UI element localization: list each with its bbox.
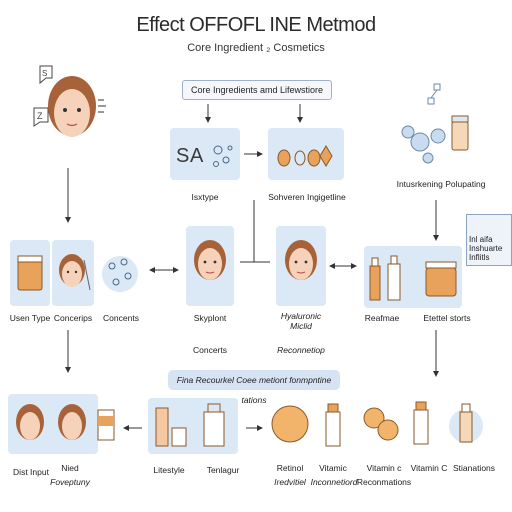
- skyplont-label: Skyplont: [193, 313, 227, 323]
- hyaluronic-panel: [276, 226, 326, 306]
- diagram-title: Effect OFFOFL INE Metmod: [136, 14, 376, 36]
- retinol-label: Retinol: [276, 463, 304, 473]
- user-type-label: Usen Type: [9, 313, 51, 323]
- bottom-banner: Fina Recourkel Coee metiont fonmpntine t…: [168, 370, 340, 405]
- reconnetiop-label: Reconnetiop: [277, 345, 325, 355]
- nied-label: Nied: [61, 463, 79, 473]
- foveptuny-label: Foveptuny: [50, 477, 90, 487]
- concents-label: Concents: [103, 313, 139, 323]
- two-faces-icon: [16, 404, 86, 440]
- top-right-products: [398, 72, 488, 180]
- top-center-label: Sohveren Ingigetline: [268, 192, 346, 202]
- reconmations-label: Reconmations: [356, 477, 412, 487]
- iredvitiel-label: Iredvitiel: [274, 477, 306, 487]
- jar-icon: [17, 255, 43, 291]
- diagram-subtitle: Core Ingredient ₂ Cosmetics: [187, 42, 325, 54]
- top-left-label: Isxtype: [191, 192, 219, 202]
- vitamin-c-citrus-group: [360, 396, 400, 452]
- hyaluronic-label: Hyaluronic Miclid: [280, 311, 322, 331]
- face-icon: [194, 240, 226, 280]
- stianations-group: [448, 396, 484, 454]
- vitamic-bottle-icon: [325, 403, 341, 447]
- concerts-label: Concerts: [192, 345, 227, 355]
- svg-text:S: S: [176, 145, 189, 167]
- concerips-panel: [52, 240, 94, 306]
- vitamin-c-bottle-icon: [413, 401, 429, 445]
- serum-bottle-icon: [449, 403, 483, 443]
- small-jar-group: [94, 396, 118, 448]
- vitamin-c-group: [404, 396, 440, 452]
- tenlagur-label: Tenlagur: [206, 465, 240, 475]
- bubbles-and-jar-icon: [401, 83, 469, 164]
- svg-text:A: A: [190, 145, 204, 167]
- top-right-label: Intusrkening Polupating: [396, 179, 486, 189]
- retinol-group: [268, 396, 312, 452]
- bottles-icon: [369, 255, 457, 301]
- concents-group: [100, 244, 140, 304]
- etettel-label: Etettel storts: [423, 313, 471, 323]
- lifestyle-panel: [148, 398, 238, 454]
- inconnetiord-label: Inconnetiord: [310, 477, 358, 487]
- vitamic-label: Vitamic: [319, 463, 347, 473]
- retinol-icon: [271, 405, 309, 443]
- core-ingredients-box: Core Ingredients amd Lifewstiore: [182, 80, 332, 100]
- user-type-panel: [10, 240, 50, 306]
- right-products-panel: [364, 246, 462, 308]
- top-face-group: S Z: [28, 58, 114, 158]
- reafmae-label: Reafmae: [364, 313, 400, 323]
- droplets-icon: [277, 145, 333, 167]
- vitamin-c-label: Vitamin C: [410, 463, 448, 473]
- lifestyle-label: Litestyle: [153, 465, 185, 475]
- face-icon-right: [285, 240, 317, 280]
- side-note-text: Inl aifa Inshuarte Inflitls: [469, 235, 503, 263]
- woman-face-icon: S Z: [33, 65, 106, 137]
- vitamin-c-lower-label: Vitamin c: [366, 463, 402, 473]
- face-concern-icon: [59, 254, 91, 291]
- letters-icon: S A: [176, 145, 233, 167]
- skyplont-panel: [186, 226, 234, 306]
- molecule-icon: [102, 256, 138, 292]
- svg-text:S: S: [42, 69, 47, 78]
- lifestyle-products-icon: [155, 403, 225, 447]
- bottom-banner-label: Fina Recourkel Coee metiont fonmpntine t…: [176, 375, 332, 405]
- vitamic-group: [318, 398, 348, 452]
- top-drops-panel: [268, 128, 344, 180]
- dist-input-label: Dist Input: [13, 467, 49, 477]
- svg-text:Z: Z: [37, 111, 43, 121]
- stianations-label: Stianations: [452, 463, 496, 473]
- dist-input-panel: [8, 394, 98, 454]
- concerips-label: Concerips: [53, 313, 93, 323]
- top-letters-panel: S A: [170, 128, 240, 180]
- citrus-icon: [363, 407, 399, 441]
- small-jar-icon: [97, 409, 115, 441]
- core-ingredients-label: Core Ingredients amd Lifewstiore: [190, 85, 324, 95]
